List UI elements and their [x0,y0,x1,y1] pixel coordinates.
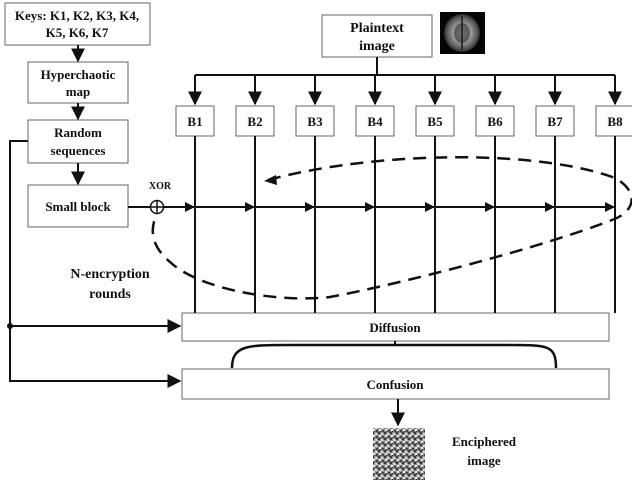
block-row: B1 B2 B3 B4 B5 B6 B7 B8 [175,105,632,137]
block-drop-arrows [188,75,622,106]
block-box-6: B6 [475,105,515,137]
brain-mri-thumbnail [440,12,485,54]
output-line-2: image [467,453,500,468]
rounds-line-2: rounds [89,287,131,302]
plaintext-line-2: image [359,39,395,54]
diffusion-confusion-bracket [230,343,558,369]
hyperchaotic-line-2: map [66,84,91,99]
block-label: B1 [187,114,202,129]
block-label: B8 [607,114,623,129]
block-box-3: B3 [295,105,335,137]
xor-circle-icon [149,199,165,215]
block-box-5: B5 [415,105,455,137]
arrow-sequences-to-confusion [9,140,182,388]
plaintext-line-1: Plaintext [350,21,404,36]
noise-image-thumbnail [373,428,425,480]
xor-label: XOR [149,181,172,192]
block-label: B2 [247,114,262,129]
block-box-8: B8 [595,105,632,137]
rounds-loop-arrowhead [264,175,277,185]
block-box-2: B2 [235,105,275,137]
keys-box: Keys: K1, K2, K3, K4, K5, K6, K7 [4,2,151,46]
output-line-1: Enciphered [452,434,517,449]
confusion-label: Confusion [366,377,424,392]
block-label: B7 [547,114,563,129]
rounds-dashed-loop [151,156,632,300]
xor-chain [163,136,616,313]
block-label: B3 [307,114,323,129]
keys-line-1: Keys: K1, K2, K3, K4, [15,8,139,23]
small-block-box: Small block [27,184,129,228]
junction-dot [7,323,13,329]
block-label: B6 [487,114,503,129]
plaintext-image-box: Plaintext image [321,14,433,58]
diffusion-label: Diffusion [369,320,421,335]
block-box-7: B7 [535,105,575,137]
hyperchaotic-line-1: Hyperchaotic [41,67,116,82]
block-box-1: B1 [175,105,215,137]
hyperchaotic-map-box: Hyperchaotic map [27,61,129,104]
small-block-label: Small block [45,199,111,214]
random-line-2: sequences [51,143,106,158]
confusion-box: Confusion [181,368,610,400]
rounds-line-1: N-encryption [70,267,150,282]
block-box-4: B4 [355,105,395,137]
block-label: B4 [367,114,383,129]
random-line-1: Random [54,125,102,140]
random-sequences-box: Random sequences [27,119,129,164]
diffusion-box: Diffusion [181,312,610,342]
keys-line-2: K5, K6, K7 [46,25,109,40]
block-label: B5 [427,114,443,129]
